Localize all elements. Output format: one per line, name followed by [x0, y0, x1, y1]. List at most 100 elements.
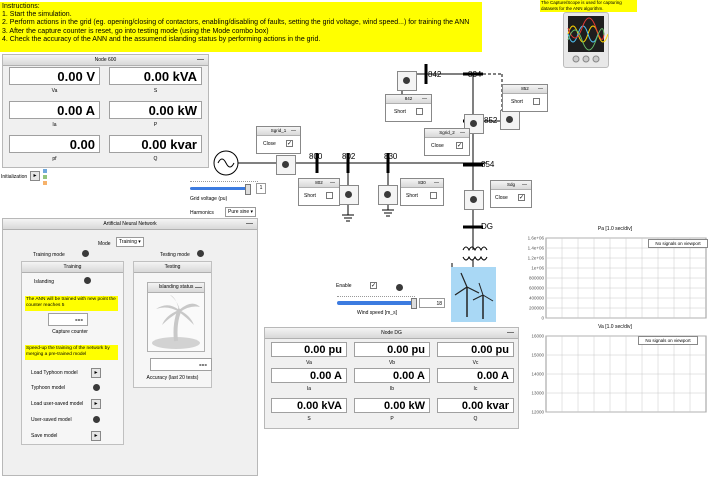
sgrid1-breaker-button[interactable] — [276, 155, 296, 175]
wind-speed-slider-handle[interactable] — [411, 298, 417, 309]
sgrid2-close-checkbox[interactable]: ✓ — [456, 142, 463, 149]
nodedg-vc-label: Vc — [472, 360, 479, 366]
minimize-icon[interactable]: — — [246, 220, 253, 227]
fault-830-short-label: Short — [406, 193, 418, 199]
sgrid1-title: Sgrid_1 — [270, 128, 287, 133]
minimize-icon[interactable]: — — [522, 182, 527, 188]
y-tick-label: 200000 — [529, 306, 545, 311]
training-header: Training — [22, 262, 123, 273]
capture-counter-label: Capture counter — [52, 329, 88, 335]
load-typhoon-button[interactable]: ▸ — [91, 368, 101, 378]
node600-p-label: P — [153, 122, 158, 128]
island-icon — [152, 295, 200, 349]
nodedg-p-value: 0.00 kW — [354, 398, 430, 413]
breaker-842-button[interactable] — [397, 71, 417, 91]
sdg-breaker-button[interactable] — [464, 190, 484, 210]
accuracy-label: Accuracy (last 20 tests) — [146, 375, 199, 381]
nodedg-vc-value: 0.00 pu — [437, 342, 514, 357]
nodedg-p-label: P — [390, 416, 394, 422]
ann-title: Artificial Neural Network — [103, 221, 157, 227]
status-orange-icon — [43, 181, 47, 185]
grid-voltage-input[interactable]: 1 — [256, 183, 266, 194]
va-chart-title: Va [1.0 sec/div] — [598, 324, 632, 330]
instruction-line-1: 1. Start the simulation. — [2, 11, 72, 19]
load-typhoon-label: Load Typhoon model — [31, 370, 78, 376]
y-tick-label: 1.4e+06 — [528, 246, 545, 251]
node600-va-label: Va — [51, 88, 58, 94]
wind-speed-input[interactable]: 18 — [419, 298, 445, 308]
islanding-status-title: Islanding status — [158, 284, 194, 290]
instructions-title: Instructions: — [2, 3, 40, 10]
grid-voltage-label: Grid voltage (pu) — [190, 196, 228, 202]
initialization-button[interactable]: ▸ — [30, 171, 40, 181]
grid-voltage-ticks — [190, 181, 258, 187]
pa-chart-legend: No signals on viewport — [648, 239, 708, 248]
instruction-line-3: 3. After the capture counter is reset, g… — [2, 27, 269, 35]
pa-chart-svg: 1.6e+061.4e+061.2e+061e+0680000060000040… — [528, 236, 707, 321]
nodedg-vb-value: 0.00 pu — [354, 342, 430, 357]
capture-scope-widget[interactable] — [563, 12, 609, 68]
breaker-852-button[interactable] — [500, 110, 520, 130]
minimize-icon[interactable]: — — [434, 180, 439, 186]
minimize-icon[interactable]: — — [507, 329, 514, 336]
nodedg-ib-value: 0.00 A — [354, 368, 430, 383]
sdg-close-checkbox[interactable]: ✓ — [518, 194, 525, 201]
minimize-icon[interactable]: — — [195, 284, 202, 291]
speedup-note: Speed-up the training of the network by … — [25, 345, 118, 360]
nodedg-s-label: S — [307, 416, 311, 422]
minimize-icon[interactable]: — — [291, 128, 296, 134]
nodedg-ia-label: Ia — [306, 386, 312, 392]
breaker-802-button[interactable] — [339, 185, 359, 205]
y-tick-label: 16000 — [531, 334, 544, 339]
save-model-button[interactable]: ▸ — [91, 431, 101, 441]
minimize-icon[interactable]: — — [460, 130, 465, 136]
sgrid1-close-checkbox[interactable]: ✓ — [286, 140, 293, 147]
breaker-830-button[interactable] — [378, 185, 398, 205]
fault-852-short-label: Short — [511, 99, 523, 105]
sgrid2-title: Sgrid_2 — [439, 130, 455, 135]
grid-voltage-slider[interactable] — [190, 187, 248, 190]
node600-pf-value: 0.00 — [9, 135, 100, 153]
y-tick-label: 800000 — [529, 276, 545, 281]
mode-select[interactable]: Training ▾ — [116, 237, 144, 247]
islanding-label: Islanding — [34, 279, 55, 285]
fault-830-short-checkbox[interactable] — [430, 192, 437, 199]
instruction-line-4: 4. Check the accuracy of the ANN and the… — [2, 35, 321, 43]
node600-header: Node 600— — [3, 55, 208, 66]
minimize-icon[interactable]: — — [422, 96, 427, 102]
sdg-close-label: Close — [495, 195, 508, 201]
nodedg-va-value: 0.00 pu — [271, 342, 347, 357]
y-tick-label: 1e+06 — [531, 266, 544, 271]
y-tick-label: 600000 — [529, 286, 545, 291]
nodedg-q-label: Q — [473, 416, 478, 422]
instruction-line-2: 2. Perform actions in the grid (eg. open… — [2, 19, 470, 27]
save-model-label: Save model — [31, 433, 58, 439]
nodedg-ic-value: 0.00 A — [437, 368, 514, 383]
training-mode-led — [82, 250, 89, 257]
node-830-label: 830 — [384, 152, 398, 161]
fault-842-short-checkbox[interactable] — [416, 108, 423, 115]
islanding-status-header: Islanding status— — [148, 283, 204, 293]
minimize-icon[interactable]: — — [330, 180, 335, 186]
harmonics-select[interactable]: Pure sine ▾ — [225, 207, 257, 217]
load-user-button[interactable]: ▸ — [91, 399, 101, 409]
initialization-label: Initialization — [1, 174, 28, 180]
fault-802-short-checkbox[interactable] — [326, 192, 333, 199]
harmonics-label: Harmonics — [190, 210, 214, 216]
minimize-icon[interactable]: — — [197, 56, 204, 63]
enable-checkbox[interactable]: ✓ — [370, 282, 377, 289]
fault-802-title: 802 — [315, 180, 323, 185]
fault-852-short-checkbox[interactable] — [533, 98, 540, 105]
status-blue-icon — [43, 169, 47, 173]
fault-830-title: 830 — [418, 180, 426, 185]
enable-label: Enable — [336, 283, 352, 289]
minimize-icon[interactable]: — — [538, 86, 543, 92]
fault-852-window: 852— Short — [502, 84, 548, 112]
grid-voltage-slider-handle[interactable] — [245, 184, 251, 195]
wind-speed-slider[interactable] — [337, 301, 413, 305]
pa-chart-title: Pa [1.0 sec/div] — [597, 226, 633, 232]
nodedg-ib-label: Ib — [389, 386, 395, 392]
